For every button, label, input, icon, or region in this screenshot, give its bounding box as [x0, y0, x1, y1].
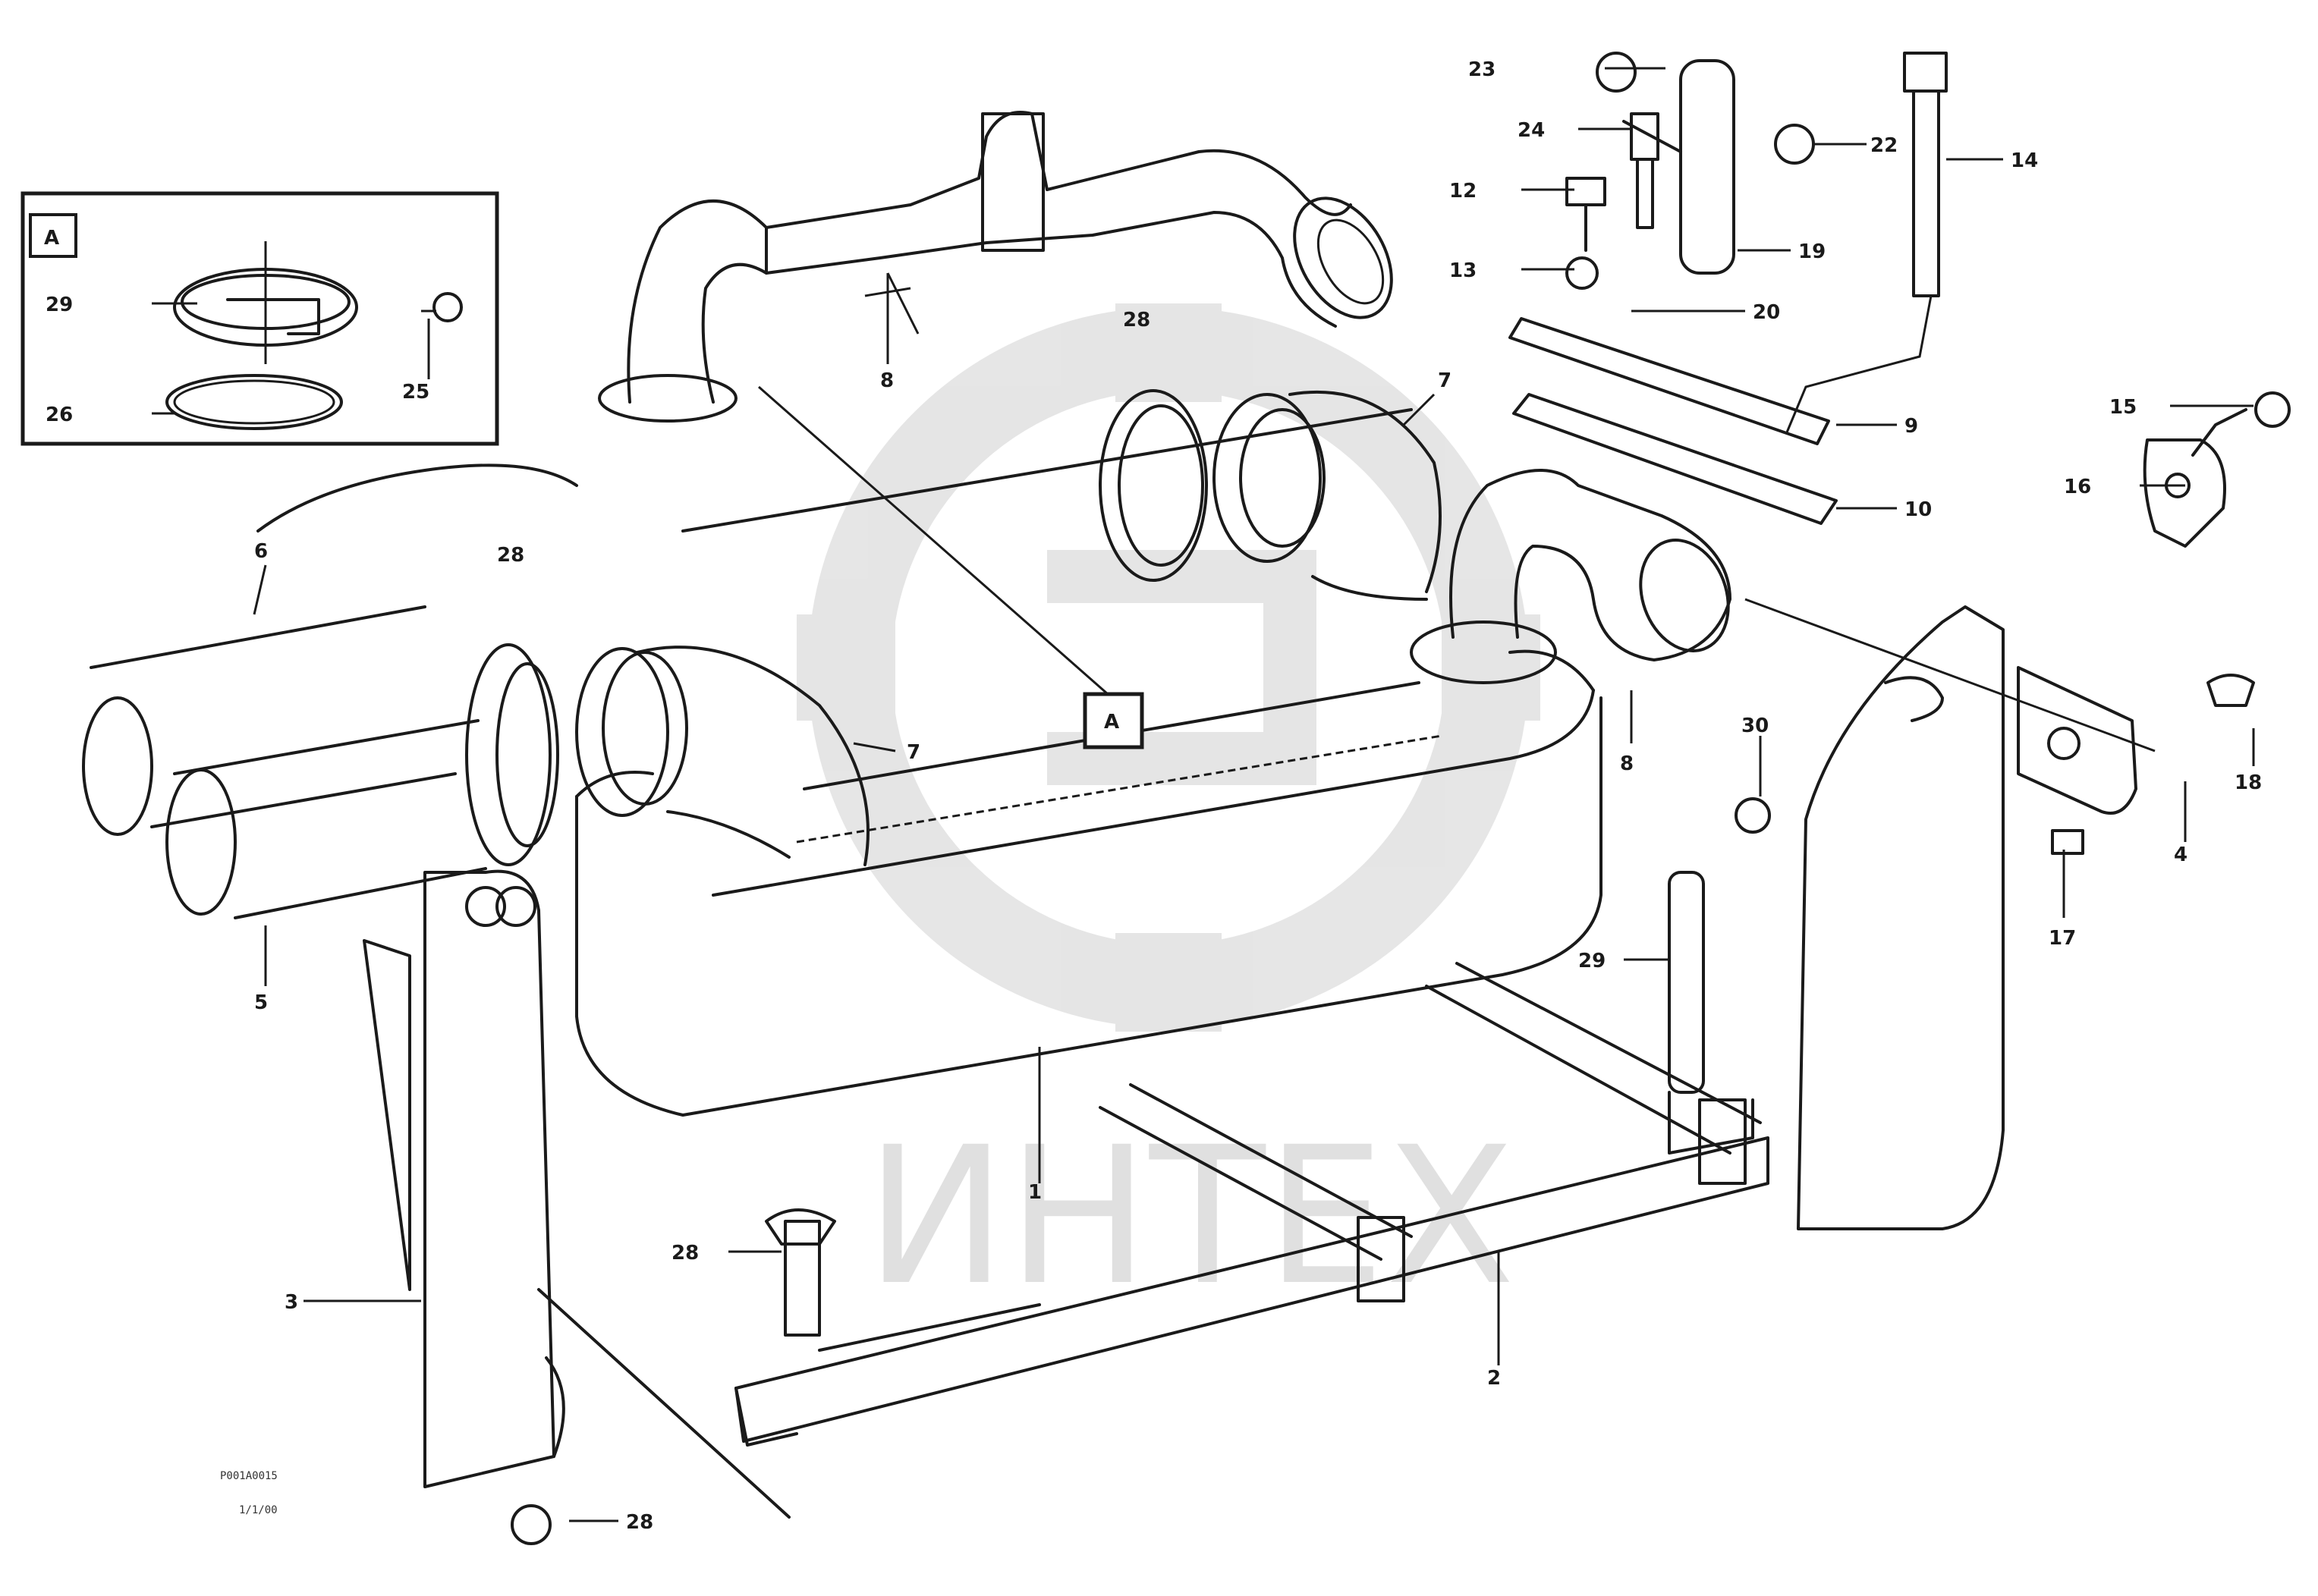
watermark-text: ИНТЕХ [865, 1106, 1515, 1327]
callouts: 6 5 7 7 8 8 1 2 3 28 28 28 28 30 29 9 10… [46, 58, 2262, 1534]
callout-11: 10 [1904, 498, 1932, 521]
drawing-ref-line2: 1/1/00 [239, 1504, 278, 1516]
inset-detail-a: A [20, 191, 499, 446]
callout-17: 16 [2064, 476, 2091, 498]
callout-5: 5 [254, 991, 268, 1014]
heat-shield-plate [1735, 391, 2291, 1230]
leader-lines [152, 67, 2255, 1522]
rubber-hose [575, 646, 870, 866]
callout-16: 15 [2109, 396, 2137, 419]
callout-7b: 7 [1438, 369, 1452, 392]
callout-6: 6 [254, 540, 268, 563]
inset-label: A [44, 227, 59, 250]
detail-a-marker [1083, 692, 1144, 749]
exhaust-outlet-pipe [1410, 469, 1731, 684]
callout-31: 28 [671, 1242, 699, 1265]
exhaust-pipe-upper [598, 111, 1393, 423]
callout-26: 25 [402, 381, 429, 404]
callout-4: 4 [2174, 844, 2187, 866]
callout-8-outlet: 8 [1620, 752, 1634, 775]
callout-14: 13 [1449, 259, 1477, 282]
callout-28b: 28 [497, 544, 524, 567]
callout-23: 22 [1870, 134, 1898, 157]
callout-10: 9 [1904, 415, 1918, 438]
callout-15: 14 [2011, 149, 2038, 172]
callout-2: 2 [1487, 1367, 1501, 1390]
support-frame [734, 962, 1769, 1447]
watermark-gear-logo [797, 303, 1540, 1032]
callout-1: 1 [1028, 1181, 1042, 1204]
callout-29: 29 [46, 294, 73, 316]
callout-18: 17 [2049, 927, 2076, 950]
callout-30: 28 [626, 1511, 653, 1534]
air-intake-pipes [82, 463, 578, 919]
drawing-ref-line1: P001A0015 [220, 1470, 278, 1482]
mounting-brackets-top [1508, 52, 1948, 525]
callout-25: 24 [1518, 119, 1545, 142]
callout-24: 23 [1468, 58, 1496, 81]
callout-28a: 28 [1123, 309, 1150, 331]
silencer-body [575, 408, 1602, 1117]
mounting-bracket-left [363, 869, 791, 1545]
drawing-reference: P001A0015 1/1/00 [220, 1470, 278, 1516]
detail-a-marker-label: A [1104, 711, 1119, 734]
pipe-clamp-upper [1099, 389, 1208, 582]
callout-27: 26 [46, 404, 73, 426]
rubber-hose-upper [1212, 391, 1442, 601]
callout-32: 29 [1578, 950, 1606, 972]
callout-13: 12 [1449, 180, 1477, 203]
callout-19: 18 [2235, 771, 2262, 794]
callout-8: 8 [880, 369, 894, 392]
callout-7a: 7 [907, 741, 920, 764]
callout-3: 3 [285, 1291, 298, 1314]
callout-33: 30 [1741, 715, 1769, 737]
callout-21: 20 [1753, 301, 1780, 324]
callout-20: 19 [1798, 240, 1826, 263]
pipe-clamp [465, 643, 559, 866]
